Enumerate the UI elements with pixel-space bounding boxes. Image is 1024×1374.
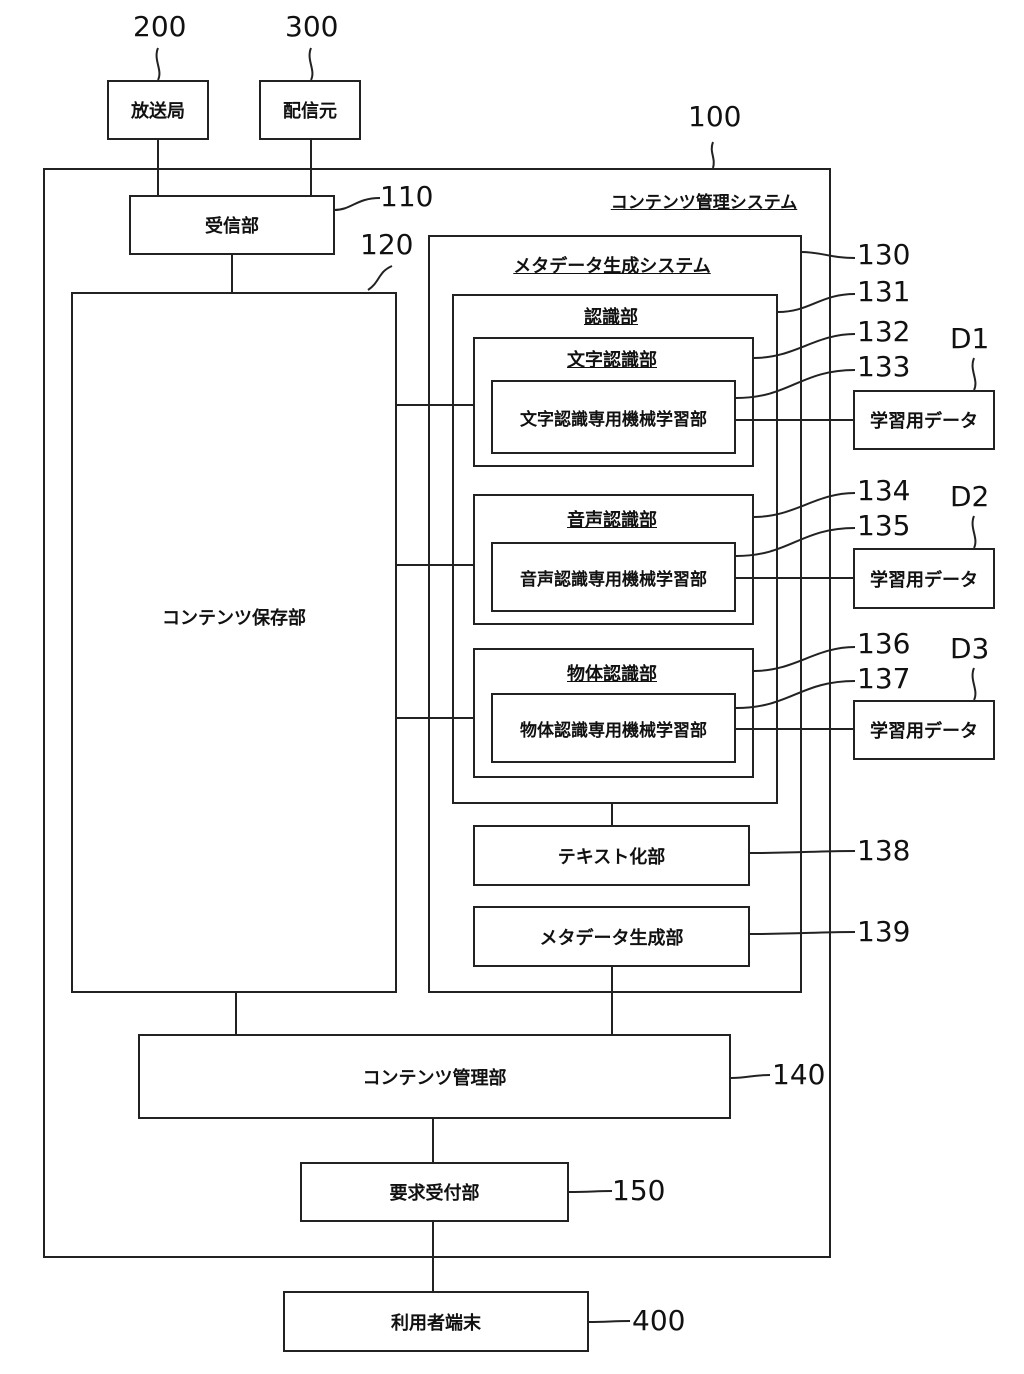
- content-manager-box: コンテンツ管理部: [138, 1034, 731, 1119]
- distributor-ref: 300: [285, 10, 339, 43]
- learning-data-ref-2: D2: [950, 480, 990, 513]
- request-receiver-box: 要求受付部: [300, 1162, 569, 1222]
- speech-recognition-ref: 134: [857, 474, 911, 507]
- content-storage-box: コンテンツ保存部: [71, 292, 397, 993]
- textify-box: テキスト化部: [473, 825, 750, 886]
- content-storage-ref: 120: [360, 228, 414, 261]
- user-terminal-box: 利用者端末: [283, 1291, 589, 1352]
- object-ml-label: 物体認識専用機械学習部: [520, 720, 707, 741]
- user-terminal-ref: 400: [632, 1304, 686, 1337]
- metadata-system-ref: 130: [857, 238, 911, 271]
- metadata-generation-system: [428, 235, 802, 993]
- content-management-system: [43, 168, 831, 1258]
- object-recognition-unit: [473, 648, 754, 778]
- recognition-ref: 131: [857, 275, 911, 308]
- learning-data-ref-3: D3: [950, 632, 990, 665]
- learning-data-label-3: 学習用データ: [870, 721, 978, 742]
- content-manager-ref: 140: [772, 1058, 826, 1091]
- metadata-generation-label: メタデータ生成部: [539, 927, 684, 949]
- request-receiver-ref: 150: [612, 1174, 666, 1207]
- learning-data-label-2: 学習用データ: [870, 569, 978, 591]
- receiver-label: 受信部: [205, 216, 259, 237]
- learning-data-ref-1: D1: [950, 322, 990, 355]
- character-recognition-unit: [473, 337, 754, 467]
- request-receiver-label: 要求受付部: [389, 1183, 480, 1204]
- learning-data-box-1: 学習用データ: [853, 390, 995, 450]
- metadata-system-title: メタデータ生成システム: [513, 256, 711, 277]
- system-title: コンテンツ管理システム: [610, 193, 798, 213]
- speech-recognition-unit: [473, 494, 754, 625]
- broadcaster-ref: 200: [133, 10, 187, 43]
- speech-ml-ref: 135: [857, 509, 911, 542]
- system-ref: 100: [688, 100, 742, 133]
- recognition-unit: [452, 294, 778, 804]
- character-recognition-ref: 132: [857, 315, 911, 348]
- object-recognition-title: 物体認識部: [567, 664, 657, 685]
- object-ml-box: 物体認識専用機械学習部: [491, 693, 736, 763]
- character-ml-ref: 133: [857, 350, 911, 383]
- speech-ml-box: 音声認識専用機械学習部: [491, 542, 736, 612]
- metadata-generation-box: メタデータ生成部: [473, 906, 750, 967]
- content-storage-label: コンテンツ保存部: [162, 607, 306, 629]
- metadata-generation-ref: 139: [857, 915, 911, 948]
- character-recognition-title: 文字認識部: [567, 350, 657, 371]
- user-terminal-label: 利用者端末: [391, 1312, 481, 1334]
- textify-ref: 138: [857, 834, 911, 867]
- broadcaster-label: 放送局: [131, 101, 185, 122]
- textify-label: テキスト化部: [557, 846, 666, 868]
- speech-recognition-title: 音声認識部: [567, 510, 657, 531]
- character-ml-box: 文字認識専用機械学習部: [491, 380, 736, 454]
- receiver-ref: 110: [380, 180, 434, 213]
- object-ml-ref: 137: [857, 662, 911, 695]
- distributor-box: 配信元: [259, 80, 361, 140]
- broadcaster-box: 放送局: [107, 80, 209, 140]
- character-ml-label: 文字認識専用機械学習部: [520, 409, 707, 430]
- learning-data-box-3: 学習用データ: [853, 700, 995, 760]
- content-manager-label: コンテンツ管理部: [362, 1067, 507, 1089]
- object-recognition-ref: 136: [857, 627, 911, 660]
- learning-data-box-2: 学習用データ: [853, 548, 995, 609]
- recognition-title: 認識部: [584, 307, 638, 328]
- distributor-label: 配信元: [283, 101, 337, 122]
- receiver-box: 受信部: [129, 195, 335, 255]
- learning-data-label-1: 学習用データ: [870, 411, 978, 432]
- speech-ml-label: 音声認識専用機械学習部: [520, 569, 707, 590]
